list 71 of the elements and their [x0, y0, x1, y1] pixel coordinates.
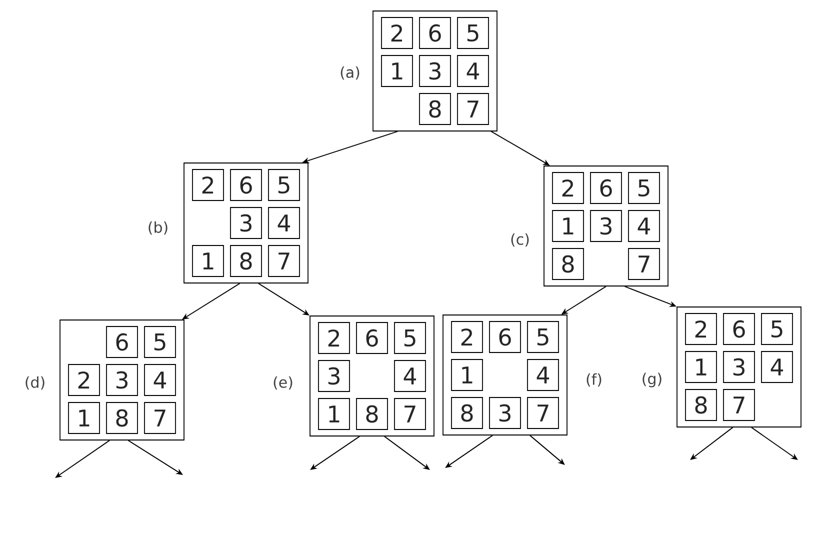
- number-tile: 3: [590, 210, 622, 242]
- number-tile: 1: [381, 55, 413, 87]
- number-tile: 2: [451, 321, 483, 353]
- number-tile: 2: [552, 172, 584, 204]
- number-tile: 7: [527, 397, 559, 429]
- board-label: (c): [511, 233, 529, 247]
- number-tile: 7: [144, 402, 176, 434]
- number-tile: 6: [419, 17, 451, 49]
- number-tile: 1: [685, 351, 717, 383]
- number-tile: 6: [489, 321, 521, 353]
- number-tile: 4: [628, 210, 660, 242]
- board-box: [544, 166, 668, 286]
- number-tile: 2: [381, 17, 413, 49]
- board-box: [310, 316, 434, 436]
- number-tile: 1: [318, 398, 350, 430]
- number-tile: 5: [394, 322, 426, 354]
- number-tile: 1: [552, 210, 584, 242]
- number-tile: 5: [144, 326, 176, 358]
- number-tile: 4: [268, 207, 300, 239]
- number-tile: 8: [685, 389, 717, 421]
- number-tile: 6: [590, 172, 622, 204]
- arrow: [529, 434, 565, 465]
- board-label: (f): [586, 373, 602, 387]
- number-tile: 3: [723, 351, 755, 383]
- board-box: [372, 10, 498, 132]
- number-tile: 3: [489, 397, 521, 429]
- number-tile: 7: [457, 93, 489, 125]
- number-tile: 1: [192, 245, 224, 277]
- number-tile: 2: [68, 364, 100, 396]
- number-tile: 7: [268, 245, 300, 277]
- board-label: (b): [148, 221, 168, 235]
- number-tile: 7: [628, 248, 660, 280]
- number-tile: 8: [552, 248, 584, 280]
- number-tile: 7: [394, 398, 426, 430]
- number-tile: 4: [527, 359, 559, 391]
- number-tile: 1: [451, 359, 483, 391]
- number-tile: 8: [356, 398, 388, 430]
- number-tile: 5: [628, 172, 660, 204]
- number-tile: 6: [356, 322, 388, 354]
- number-tile: 6: [723, 313, 755, 345]
- number-tile: 1: [68, 402, 100, 434]
- number-tile: 7: [723, 389, 755, 421]
- number-tile: 8: [230, 245, 262, 277]
- board-box: [442, 314, 568, 436]
- number-tile: 8: [419, 93, 451, 125]
- number-tile: 3: [106, 364, 138, 396]
- board-label: (e): [274, 376, 292, 390]
- number-tile: 4: [457, 55, 489, 87]
- number-tile: 6: [106, 326, 138, 358]
- number-tile: 4: [144, 364, 176, 396]
- number-tile: 5: [457, 17, 489, 49]
- number-tile: 2: [318, 322, 350, 354]
- number-tile: 3: [318, 360, 350, 392]
- number-tile: 5: [268, 169, 300, 201]
- number-tile: 8: [106, 402, 138, 434]
- number-tile: 3: [419, 55, 451, 87]
- number-tile: 6: [230, 169, 262, 201]
- number-tile: 3: [230, 207, 262, 239]
- board-label: (d): [26, 376, 44, 390]
- number-tile: 8: [451, 397, 483, 429]
- number-tile: 2: [192, 169, 224, 201]
- board-box: [60, 320, 184, 440]
- number-tile: 5: [527, 321, 559, 353]
- board-box: [676, 306, 802, 428]
- board-label: (g): [642, 372, 662, 388]
- board-label: (a): [340, 66, 360, 80]
- number-tile: 5: [761, 313, 793, 345]
- number-tile: 4: [394, 360, 426, 392]
- number-tile: 4: [761, 351, 793, 383]
- number-tile: 2: [685, 313, 717, 345]
- board-box: [184, 162, 308, 284]
